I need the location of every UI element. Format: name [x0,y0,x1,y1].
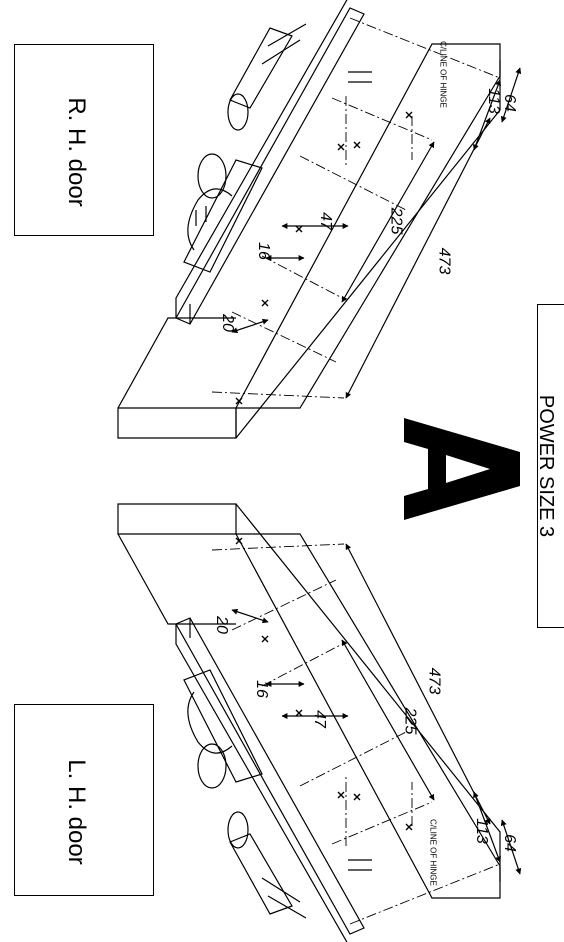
rh-dim-47: 47 [316,212,334,230]
rh-dim-20: 20 [218,314,236,332]
lh-assembly [117,503,522,942]
rh-assembly [117,0,522,439]
rh-door-frame [14,44,154,236]
lh-dim-113: 113 [472,818,490,844]
rh-door-label: R. H. door [63,97,90,207]
rh-dim-16: 16 [254,242,272,260]
lh-dim-64: 64 [500,834,518,852]
rh-dim-113: 113 [484,88,502,114]
lh-dim-473: 473 [425,667,443,695]
big-letter-a-glyph [404,418,520,520]
lh-dim-16: 16 [252,680,270,698]
lh-hinge-label: C/LINE OF HINGE [428,819,438,886]
rh-hinge-label: C/LINE OF HINGE [438,41,448,108]
rh-dim-473: 473 [435,247,453,275]
power-size-label: POWER SIZE 3 [535,394,557,538]
lh-door-label: L. H. door [63,759,90,865]
lh-dim-225: 225 [401,707,419,735]
power-size-frame [537,304,564,628]
lh-door-frame [14,704,154,896]
lh-dim-20: 20 [212,616,230,634]
rh-dim-225: 225 [387,207,405,235]
rh-dim-64: 64 [500,94,518,112]
lh-dim-47: 47 [310,710,328,728]
